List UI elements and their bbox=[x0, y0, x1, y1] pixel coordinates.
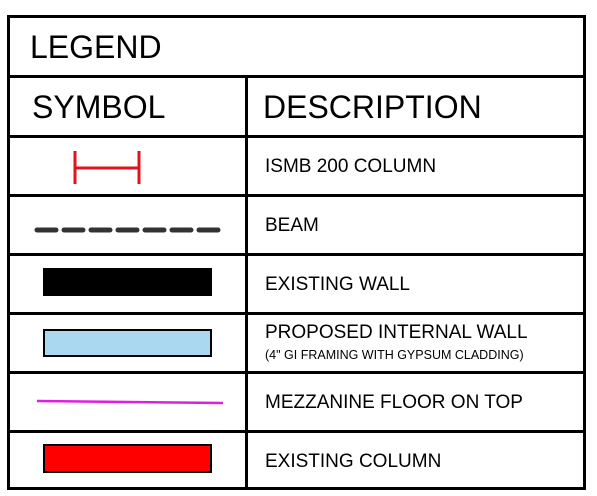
legend-row-description: PROPOSED INTERNAL WALL (4" GI FRAMING WI… bbox=[265, 322, 528, 362]
legend-row-description: MEZZANINE FLOOR ON TOP bbox=[265, 392, 523, 413]
legend-row-beam: BEAM bbox=[10, 197, 583, 256]
description-column-header: DESCRIPTION bbox=[263, 89, 482, 125]
solid-black-bar-icon bbox=[10, 256, 245, 312]
red-bar-icon bbox=[10, 433, 245, 493]
legend-title-row: LEGEND bbox=[10, 18, 583, 78]
light-blue-bar-icon bbox=[10, 315, 245, 371]
legend-row-mezzanine-floor: MEZZANINE FLOOR ON TOP bbox=[10, 374, 583, 433]
legend-row-existing-wall: EXISTING WALL bbox=[10, 256, 583, 315]
legend-header-row: SYMBOL DESCRIPTION bbox=[10, 78, 583, 138]
legend-table: LEGEND SYMBOL DESCRIPTION ISMB 200 COLUM… bbox=[7, 15, 586, 490]
legend-row-ismb-column: ISMB 200 COLUMN bbox=[10, 138, 583, 197]
i-beam-column-icon bbox=[10, 138, 245, 194]
legend-row-proposed-internal-wall: PROPOSED INTERNAL WALL (4" GI FRAMING WI… bbox=[10, 315, 583, 374]
legend-row-description: BEAM bbox=[265, 215, 319, 236]
legend-row-description-main: PROPOSED INTERNAL WALL bbox=[265, 322, 528, 343]
legend-row-description: ISMB 200 COLUMN bbox=[265, 156, 437, 177]
column-divider bbox=[245, 78, 248, 490]
symbol-column-header: SYMBOL bbox=[32, 89, 166, 125]
dashed-line-icon bbox=[10, 197, 245, 253]
legend-row-description: EXISTING WALL bbox=[265, 274, 410, 295]
legend-row-description-subtext: (4" GI FRAMING WITH GYPSUM CLADDING) bbox=[265, 348, 524, 362]
legend-row-existing-column: EXISTING COLUMN bbox=[10, 433, 583, 493]
magenta-line-icon bbox=[10, 374, 245, 430]
legend-title: LEGEND bbox=[30, 29, 162, 65]
legend-row-description: EXISTING COLUMN bbox=[265, 451, 442, 472]
